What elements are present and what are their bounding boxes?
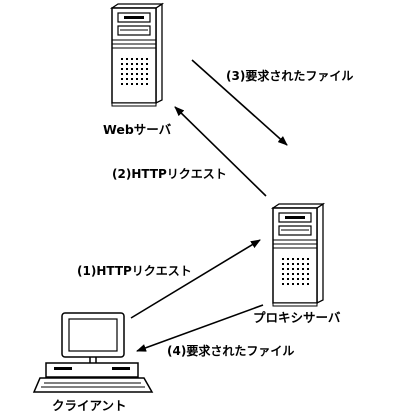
proxy-server-icon [270, 202, 326, 307]
step1-label: (1)HTTPリクエスト [77, 264, 192, 278]
client-label: クライアント [52, 398, 127, 413]
arrow-step1 [130, 239, 261, 319]
web-server-label: Webサーバ [103, 122, 172, 137]
arrow-step2 [174, 106, 267, 197]
web-server-icon [109, 2, 165, 107]
proxy-server-label: プロキシサーバ [253, 310, 341, 325]
step4-label: (4)要求されたファイル [167, 343, 294, 358]
client-computer-icon [32, 312, 154, 393]
arrow-step4 [136, 304, 264, 352]
arrow-step3 [191, 59, 288, 146]
step3-label: (3)要求されたファイル [226, 68, 353, 83]
step2-label: (2)HTTPリクエスト [112, 167, 227, 181]
